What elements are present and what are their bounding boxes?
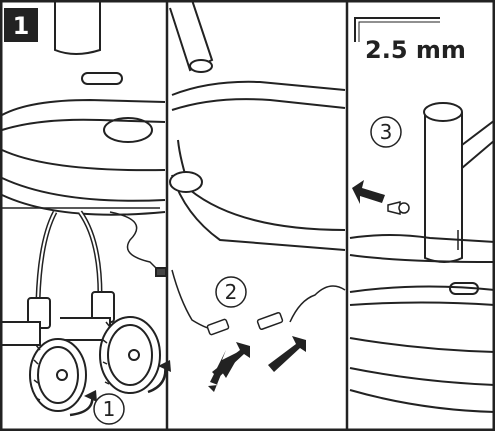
panel-3 [349, 102, 495, 413]
disconnect-arrows-icon [212, 342, 250, 378]
callout-1-circle [93, 393, 125, 425]
step-badge-number: 1 [13, 12, 30, 40]
cable-connector [206, 318, 230, 336]
panel-1 [1, 0, 167, 417]
push-arrow-icon [352, 180, 385, 204]
cable-connector [256, 312, 284, 330]
step-badge [4, 8, 38, 42]
panel-2 [169, 0, 346, 331]
tool-size-label: 2.5 mm [365, 36, 466, 64]
rotate-arrow-icon [84, 390, 97, 402]
callout-3-label: 3 [380, 120, 393, 144]
callout-2-circle [215, 276, 247, 308]
callout-1-label: 1 [103, 397, 116, 421]
disconnect-arrows-icon [268, 336, 306, 372]
set-screw [387, 201, 401, 215]
callout-2-label: 2 [225, 280, 238, 304]
hex-key-icon [354, 17, 440, 42]
hex-key-icon [358, 21, 440, 42]
set-screw-head [398, 202, 410, 214]
callout-3-circle [370, 116, 402, 148]
